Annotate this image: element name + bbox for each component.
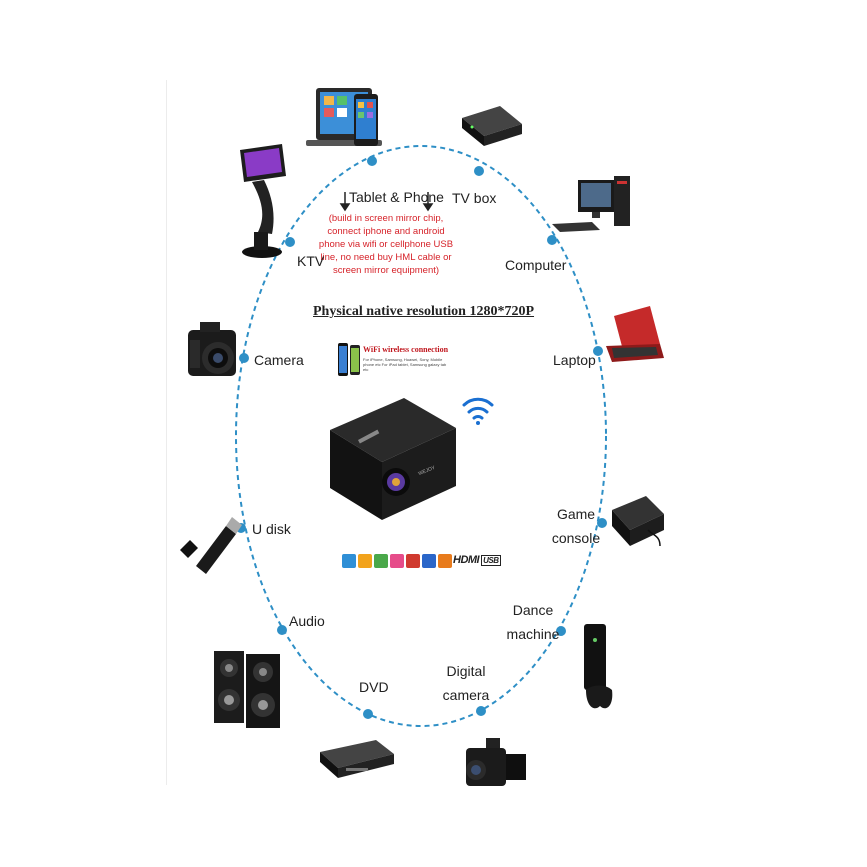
connection-ring	[235, 145, 607, 727]
phone-thumbnail-icons	[338, 343, 360, 376]
port-badge-icon	[390, 554, 404, 568]
ring-dot-computer	[547, 235, 557, 245]
wifi-connection-subtitle: For iPhone, Samsung, Huawei, Sony, Mobil…	[363, 357, 447, 372]
speakers-icon	[214, 651, 280, 728]
port-badge-icon	[374, 554, 388, 568]
dance-label-line2: machine	[506, 626, 560, 642]
dvd-player-icon	[320, 740, 394, 778]
tv-box-icon	[462, 106, 522, 146]
wifi-connection-box: WiFi wireless connection For iPhone, Sam…	[336, 342, 448, 378]
game-console-label: Game console	[551, 505, 601, 547]
game-label-line2: console	[551, 530, 601, 546]
port-badges	[342, 553, 452, 569]
desktop-computer-icon	[552, 176, 630, 232]
dslr-camera-icon	[188, 322, 236, 376]
game-label-line1: Game	[556, 506, 596, 522]
down-arrow-right-icon	[422, 192, 434, 212]
ring-dot-ktv	[285, 237, 295, 247]
ring-dot-tablet	[367, 156, 377, 166]
dance-label-line1: Dance	[512, 602, 554, 618]
ring-dots	[236, 156, 607, 719]
dance-machine-icon	[584, 624, 613, 709]
ring-dot-camera	[239, 353, 249, 363]
tablet-note: (build in screen mirror chip, connect ip…	[318, 213, 454, 276]
hdmi-logo-text: HDMI	[453, 554, 480, 566]
u-disk-label: U disk	[252, 521, 291, 537]
usb-drive-icon	[180, 517, 242, 574]
ring-dot-dvd	[363, 709, 373, 719]
left-border-line	[166, 80, 167, 785]
port-badge-icon	[358, 554, 372, 568]
tv-box-label: TV box	[452, 190, 497, 206]
dvd-label: DVD	[359, 679, 389, 695]
down-arrow-left-icon	[339, 192, 351, 212]
ring-dot-audio	[277, 625, 287, 635]
camcorder-icon	[466, 738, 526, 786]
ring-dot-digicam	[476, 706, 486, 716]
laptop-icon	[606, 306, 664, 362]
wifi-icon	[462, 397, 494, 425]
usb-logo-text: USB	[481, 555, 501, 566]
ktv-label: KTV	[297, 253, 325, 269]
camera-label: Camera	[254, 352, 304, 368]
computer-label: Computer	[505, 257, 567, 273]
digicam-label-line1: Digital	[446, 663, 486, 679]
laptop-label: Laptop	[553, 352, 596, 368]
port-badge-icon	[342, 554, 356, 568]
ring-dot-game	[597, 518, 607, 528]
tablet-phone-label: Tablet & Phone	[349, 189, 444, 205]
port-badge-icon	[406, 554, 420, 568]
resolution-title: Physical native resolution 1280*720P	[313, 304, 535, 319]
wifi-connection-title: WiFi wireless connection	[363, 345, 449, 354]
ring-dot-tvbox	[474, 166, 484, 176]
port-badge-icon	[422, 554, 436, 568]
audio-label: Audio	[289, 613, 325, 629]
projector-icon	[330, 398, 456, 520]
digital-camera-label: Digital camera	[440, 662, 492, 704]
game-console-icon	[612, 496, 664, 547]
ring-dot-dance	[556, 626, 566, 636]
digicam-label-line2: camera	[442, 687, 490, 703]
tablet-phone-icon	[306, 88, 382, 146]
ring-dot-laptop	[593, 346, 603, 356]
dance-machine-label: Dance machine	[503, 601, 563, 643]
port-badge-icon	[438, 554, 452, 568]
ktv-kiosk-icon	[240, 144, 286, 258]
